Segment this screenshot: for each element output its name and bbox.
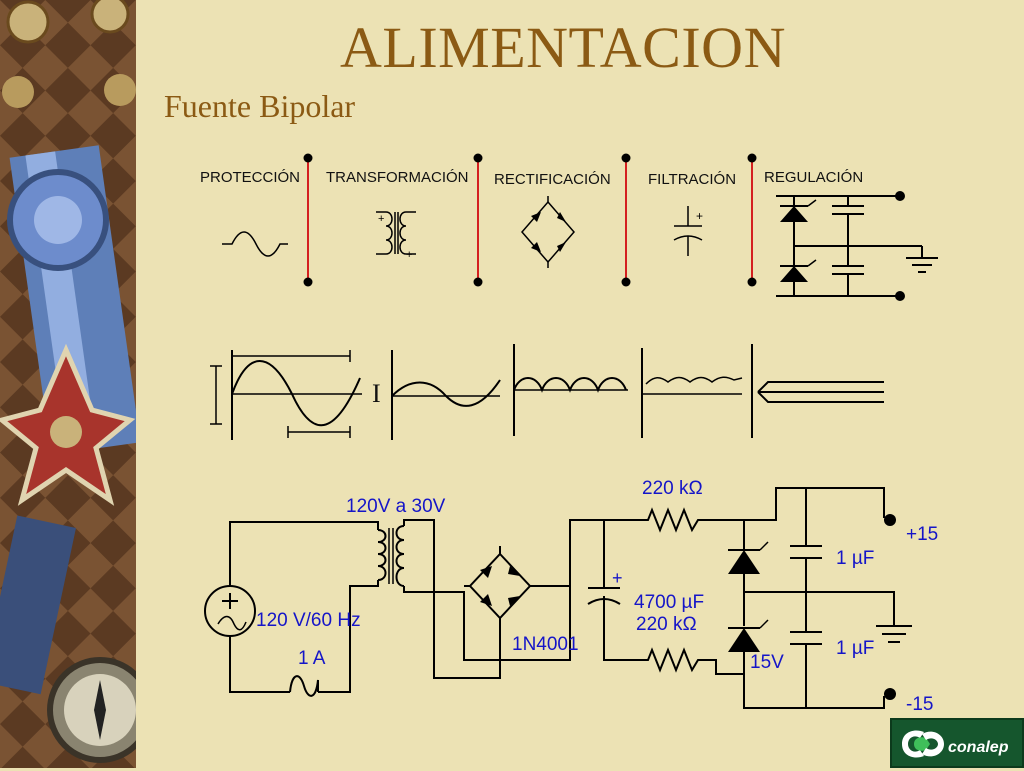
stage-label-rectificacion: RECTIFICACIÓN	[494, 171, 611, 188]
label-source: 120 V/60 Hz	[256, 610, 361, 631]
label-fuse: 1 A	[298, 648, 326, 669]
bridge-rectifier-icon	[521, 196, 575, 268]
label-filter-capacitor: 4700 µF	[634, 592, 704, 613]
schematic-filter-capacitor-icon: +	[587, 568, 623, 605]
output-terminal-negative	[884, 688, 896, 700]
waveform-rectified	[513, 344, 628, 436]
stage-divider-4	[747, 153, 757, 287]
protection-sine-icon	[222, 231, 288, 257]
label-transformer-ratio: 120V a 30V	[346, 496, 446, 517]
stage-divider-3	[621, 153, 631, 287]
logo-text: conalep	[948, 739, 1009, 756]
ac-source-icon	[204, 585, 256, 637]
transformer-symbol-icon: + +	[376, 211, 416, 261]
stage-divider-2	[473, 153, 483, 287]
schematic-bridge-rectifier-icon	[468, 552, 532, 620]
resistor-top-icon	[640, 507, 704, 533]
stage-label-regulacion: REGULACIÓN	[764, 169, 863, 186]
output-capacitor-top-icon	[790, 545, 822, 559]
decorative-photo-strip	[0, 0, 136, 768]
schematic-transformer-icon	[377, 525, 405, 587]
stage-label-transformacion: TRANSFORMACIÓN	[326, 169, 469, 186]
waveform-transformed	[391, 350, 501, 440]
slide-subtitle: Fuente Bipolar	[164, 88, 356, 124]
label-resistor-top: 220 kΩ	[642, 478, 703, 499]
waveform-regulated	[751, 344, 884, 438]
transformer-plus-right: +	[406, 249, 412, 261]
stage-label-proteccion: PROTECCIÓN	[200, 169, 300, 186]
label-diode: 1N4001	[512, 634, 579, 655]
label-cap-top: 1 µF	[836, 548, 874, 569]
conalep-logo-mark: conalep	[902, 730, 1009, 758]
label-resistor-bottom: 220 kΩ	[636, 614, 697, 635]
schematic-wiring	[229, 487, 895, 709]
fuse-icon	[289, 675, 319, 697]
label-output-negative: -15	[906, 694, 933, 715]
transformer-plus-left: +	[378, 213, 384, 225]
filter-plus: +	[696, 209, 703, 223]
output-capacitor-bottom-icon	[790, 631, 822, 645]
stage-divider-1	[303, 153, 313, 287]
waveform-input-sine: I	[210, 350, 381, 440]
filter-capacitor-icon: +	[673, 206, 703, 256]
label-output-positive: +15	[906, 524, 938, 545]
output-terminal-positive	[884, 514, 896, 526]
conalep-logo: conalep	[890, 718, 1024, 768]
waveform-current-label: I	[372, 379, 381, 408]
stage-label-filtracion: FILTRACIÓN	[648, 171, 736, 188]
decorative-medals-image	[0, 0, 136, 768]
schematic-filter-plus: +	[612, 568, 623, 588]
regulation-block-icon	[776, 191, 938, 301]
label-cap-bottom: 1 µF	[836, 638, 874, 659]
zener-diode-top-icon	[728, 541, 769, 574]
label-zener: 15V	[750, 652, 784, 673]
zener-diode-bottom-icon	[728, 619, 769, 652]
waveform-filtered	[641, 348, 743, 438]
slide-title: ALIMENTACION	[340, 15, 786, 80]
ground-icon	[876, 625, 912, 643]
resistor-bottom-icon	[640, 647, 704, 673]
